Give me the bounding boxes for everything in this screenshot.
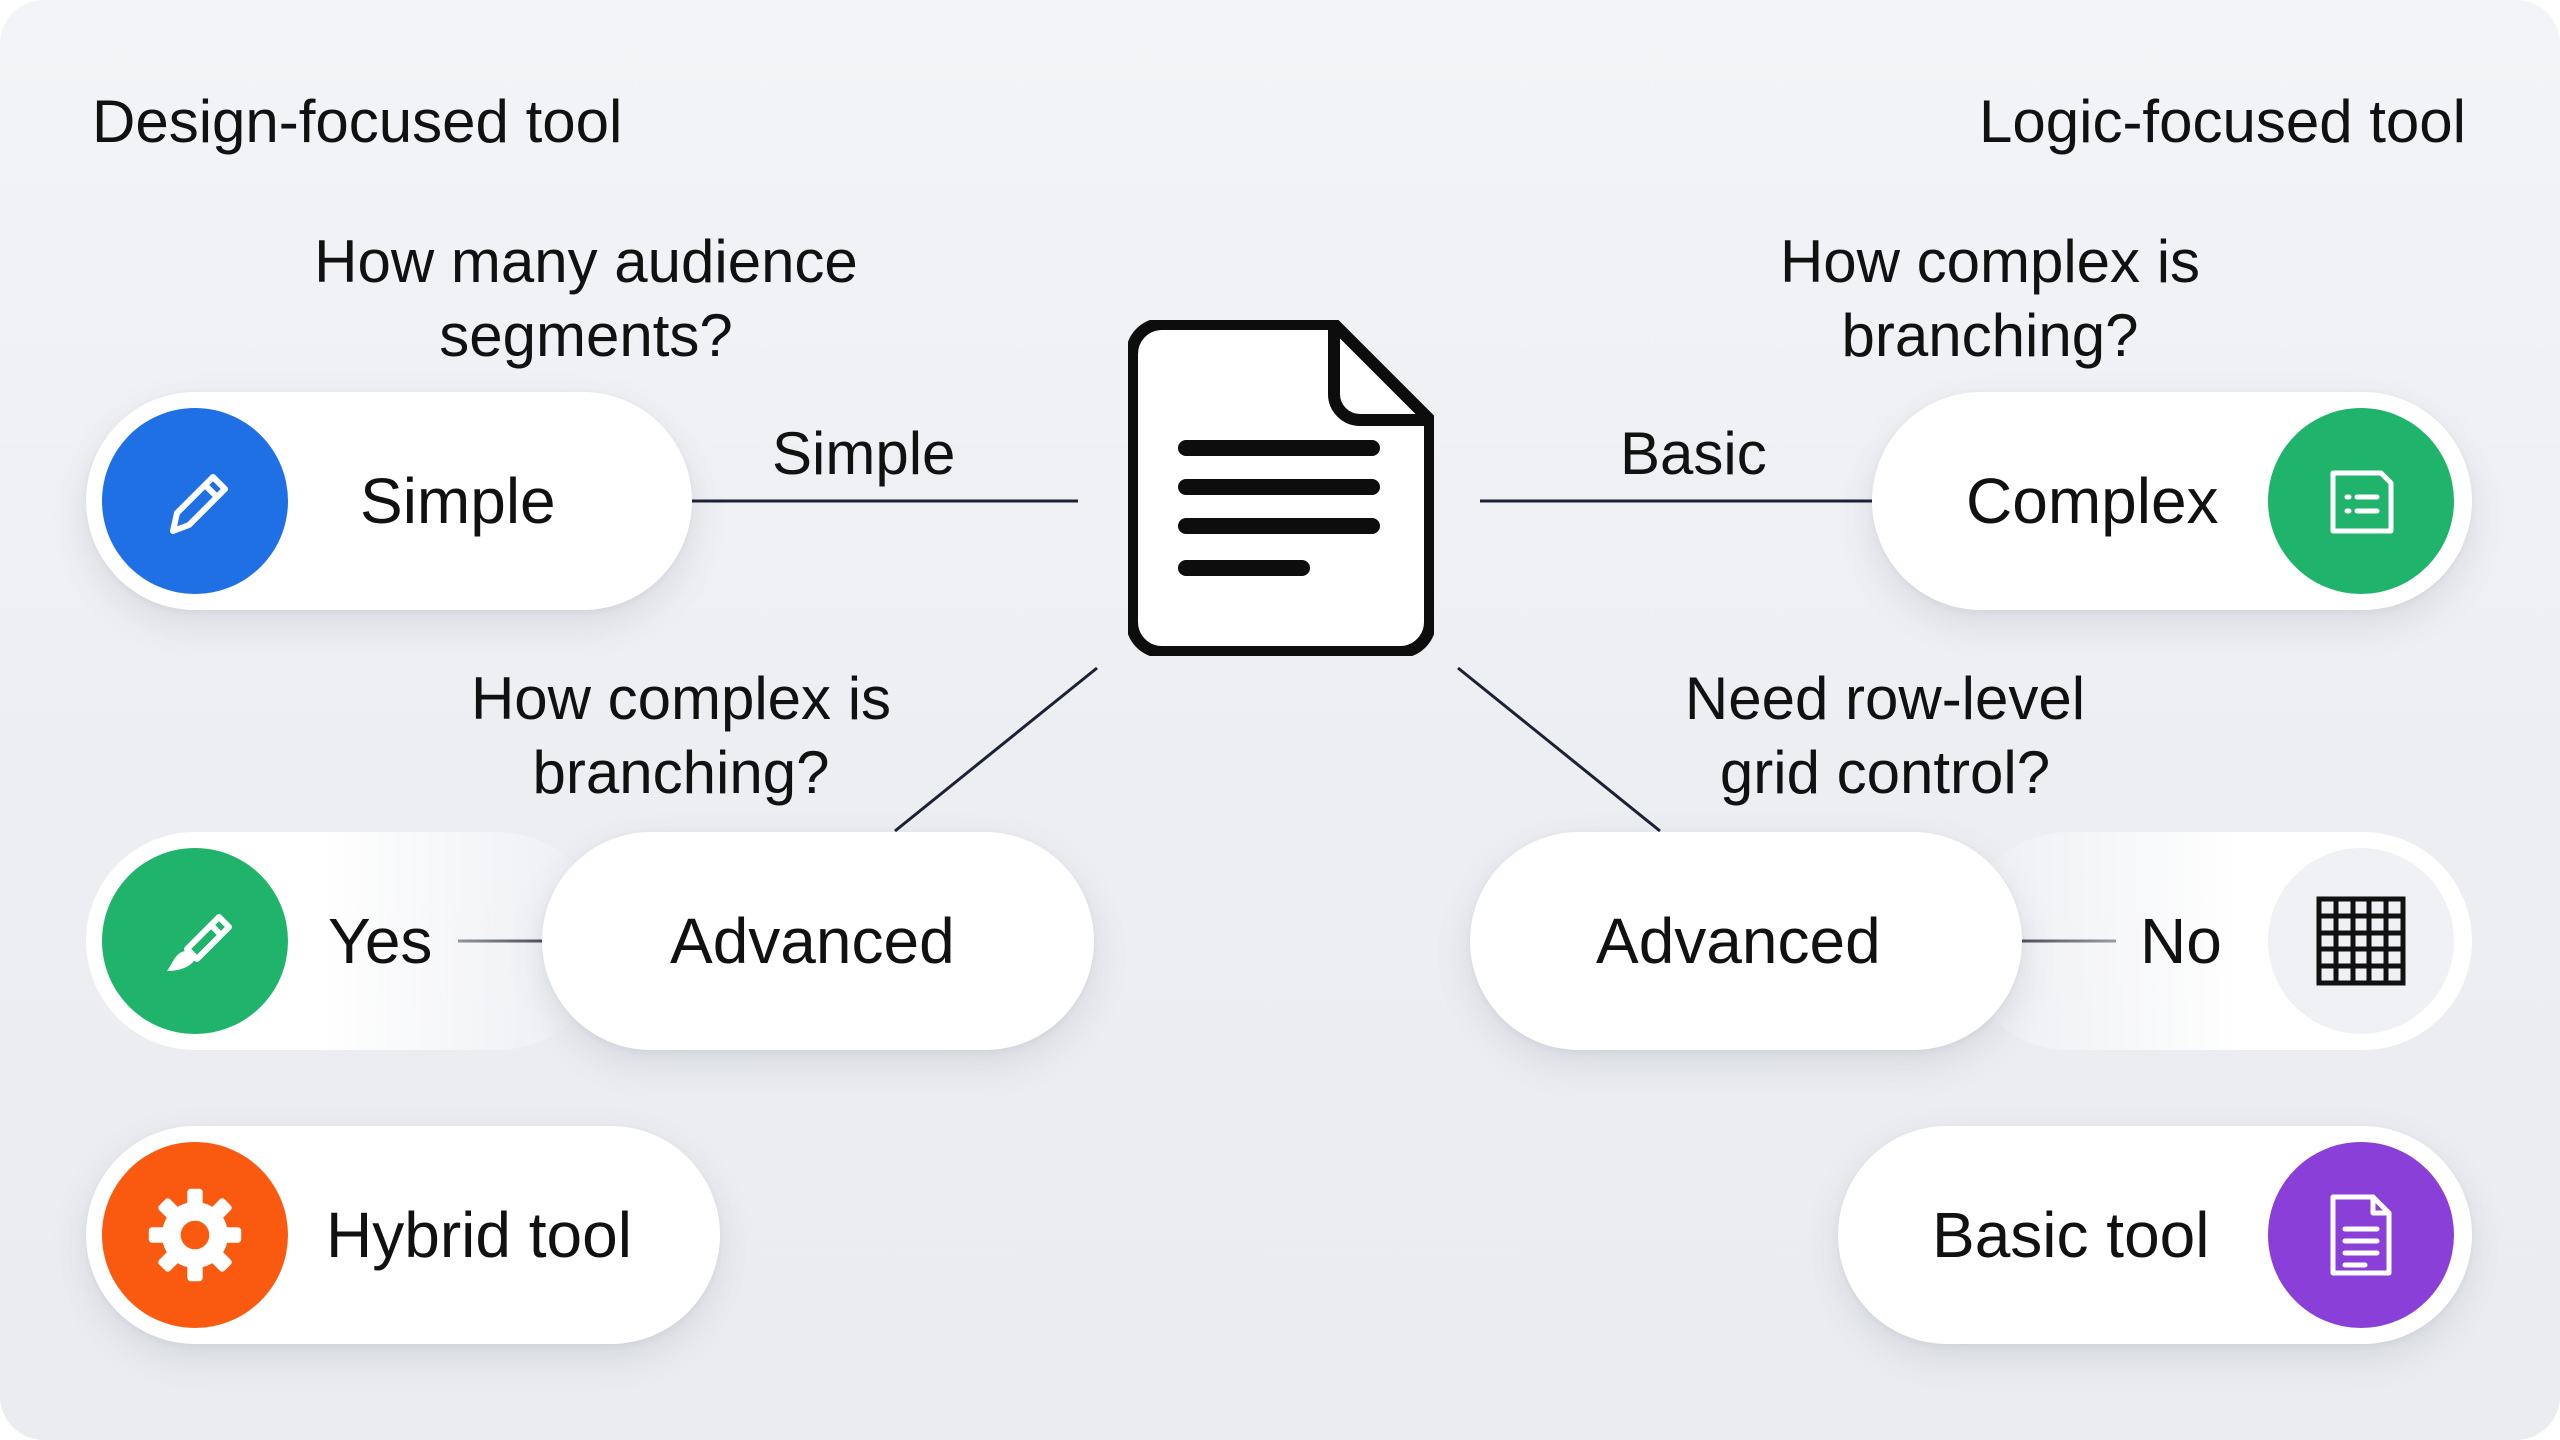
paintbrush-icon [102,848,288,1034]
question-audience-segments: How many audience segments? [236,225,936,373]
question-branching-right: How complex is branching? [1640,225,2340,373]
question-line: How many audience [314,228,858,295]
node-advanced-right[interactable]: Advanced [1470,832,2022,1050]
form-icon [2268,408,2454,594]
node-label: Basic tool [1932,1199,2210,1271]
pencil-icon [102,408,288,594]
question-line: Need row-level [1684,665,2086,732]
node-label: Simple [360,465,556,537]
question-line: How complex is [1779,228,2201,295]
node-advanced-left[interactable]: Advanced [542,832,1094,1050]
node-yes[interactable]: Yes [86,832,606,1050]
question-line: segments? [439,302,733,369]
question-grid-control: Need row-level grid control? [1535,662,2235,810]
document-icon [1128,320,1434,656]
question-line: grid control? [1719,739,2051,806]
document-icon [2268,1142,2454,1328]
connector-grid [1457,666,1661,833]
node-complex[interactable]: Complex [1872,392,2472,610]
gear-icon [102,1142,288,1328]
node-label: No [2140,905,2222,977]
node-label: Complex [1966,465,2219,537]
connector-branching-left [894,666,1098,833]
grid-icon [2268,848,2454,1034]
edge-label-basic: Basic [1620,420,1767,487]
question-line: branching? [532,739,830,806]
node-simple[interactable]: Simple [86,392,692,610]
node-hybrid-tool[interactable]: Hybrid tool [86,1126,720,1344]
node-label: Yes [328,905,433,977]
question-branching-left: How complex is branching? [331,662,1031,810]
node-no[interactable]: No [1960,832,2472,1050]
heading-design-focused: Design-focused tool [92,88,623,155]
node-label: Advanced [1596,905,1881,977]
question-line: branching? [1841,302,2139,369]
question-line: How complex is [470,665,892,732]
heading-logic-focused: Logic-focused tool [1979,88,2466,155]
node-label: Advanced [670,905,955,977]
node-basic-tool[interactable]: Basic tool [1838,1126,2472,1344]
node-label: Hybrid tool [326,1199,632,1271]
edge-label-simple: Simple [772,420,956,487]
